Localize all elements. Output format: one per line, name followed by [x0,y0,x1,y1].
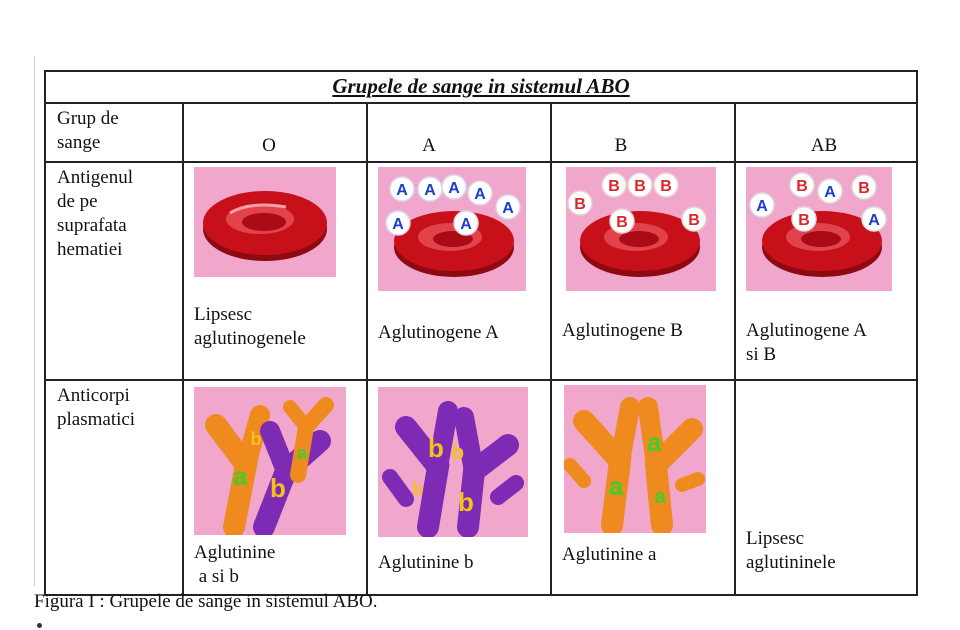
antigen-cell-o: Lipsesc aglutinogenele [182,161,368,381]
antibody-cell-o: a b b a Aglutinine a si b [182,379,368,596]
figure-caption: Figura I : Grupele de sange in sistemul … [34,591,378,612]
antibody-letter: b [458,487,474,517]
group-header-o: O [182,102,368,163]
antigen-letter: A [824,184,836,201]
group-header-ab: AB [733,102,919,163]
antibody-letter: b [428,433,444,463]
antibody-letter: b [270,473,286,503]
red-blood-cell-o-image [194,167,336,277]
antibody-caption-o: Aglutinine [194,542,276,563]
antibody-caption-ab-line2: aglutininele [746,552,836,573]
antigen-letter: B [688,212,700,229]
antigen-caption-o-line2: aglutinogenele [194,328,306,349]
antibody-label-line: plasmatici [57,409,136,430]
antibody-row: Anticorpi plasmatici [44,379,919,596]
antibody-cell-ab: Lipsesc aglutininele [733,379,919,596]
antigen-letter: A [424,182,436,199]
header-row: Grup de sange O A B AB [44,102,919,163]
red-blood-cell-a-image: A A A A A A A [378,167,526,291]
antibodies-a-b-image: a b b a [194,387,346,535]
antibody-cell-b: a a a Aglutinine a [550,379,736,596]
antibodies-a-image: a a a [564,385,706,533]
antigen-label-line: hematiei [57,239,123,260]
antibody-caption-a: Aglutinine b [378,552,474,573]
antigen-letter: B [858,180,870,197]
antibody-caption-ab: Lipsesc [746,528,805,549]
antibody-cell-a: b b b b Aglutinine b [366,379,552,596]
antibody-caption-o-line2: a si b [194,566,239,587]
antigen-letter: A [756,198,768,215]
antibody-row-label: Anticorpi plasmatici [44,379,184,596]
antigen-caption-b: Aglutinogene B [562,320,683,341]
red-blood-cell-b-image: B B B B B B [566,167,716,291]
header-label-cell: Grup de sange [44,102,184,163]
red-blood-cell-ab-antigens-icon: B A B A B A [749,172,887,277]
red-blood-cell-a-antigens-icon: A A A A A A A [385,174,521,277]
antigen-cell-a: A A A A A A A Aglutinogene A [366,161,552,381]
antigen-label-line: Antigenul [57,167,133,188]
antigen-letter: B [574,196,586,213]
antigen-letter: B [796,178,808,195]
antigen-cell-ab: B A B A B A Aglutinogene A si B [733,161,919,381]
red-blood-cell-ab-image: B A B A B A [746,167,892,291]
left-margin-rule [34,56,35,586]
antigen-letter: B [608,178,620,195]
antigen-row-label: Antigenul de pe suprafata hematiei [44,161,184,381]
red-blood-cell-icon [203,191,327,261]
antigen-row: Antigenul de pe suprafata hematiei [44,161,919,381]
bullet-dot [37,623,42,628]
antigen-label-line: de pe [57,191,98,212]
antigen-letter: A [448,180,460,197]
antibody-b-icon: b b b b [382,401,524,537]
antibody-letter: b [452,442,464,464]
antibody-letter: b [251,429,262,449]
table-title-cell: Grupele de sange in sistemul ABO [43,70,919,104]
antigen-letter: A [502,200,514,217]
group-header-a: A [366,102,552,163]
antibody-a-b-icon: a b b a [205,397,334,535]
antibody-caption-b: Aglutinine a [562,544,657,565]
antigen-letter: B [660,178,672,195]
red-blood-cell-b-antigens-icon: B B B B B B [567,172,707,277]
table-title: Grupele de sange in sistemul ABO [332,74,630,98]
antibody-label-line: Anticorpi [57,385,130,406]
antigen-caption-o: Lipsesc [194,304,253,325]
antigen-letter: B [616,214,628,231]
antibody-letter: a [297,443,308,463]
antibody-letter: a [647,427,662,457]
antibody-letter: a [654,486,666,508]
antibody-letter: a [233,461,248,491]
antigen-caption-ab-line2: si B [746,344,777,365]
antibody-letter: a [609,471,624,501]
antigen-caption-a: Aglutinogene A [378,322,499,343]
antigen-cell-b: B B B B B B Aglutinogene B [550,161,736,381]
antigen-letter: A [868,212,880,229]
antigen-letter: B [634,178,646,195]
antigen-letter: A [396,182,408,199]
antigen-letter: A [392,216,404,233]
antigen-caption-ab: Aglutinogene A [746,320,867,341]
antigen-label-line: suprafata [57,215,127,236]
antibodies-b-image: b b b b [378,387,528,537]
antigen-letter: A [460,216,472,233]
antigen-letter: A [474,186,486,203]
header-label-line: sange [57,132,101,153]
group-header-b: B [550,102,736,163]
antigen-letter: B [798,212,810,229]
antibody-a-icon: a a a [564,397,705,533]
header-label-line: Grup de [57,108,119,129]
antibody-letter: b [413,479,424,499]
abo-blood-group-table: Grupele de sange in sistemul ABO Grup de… [43,70,919,596]
